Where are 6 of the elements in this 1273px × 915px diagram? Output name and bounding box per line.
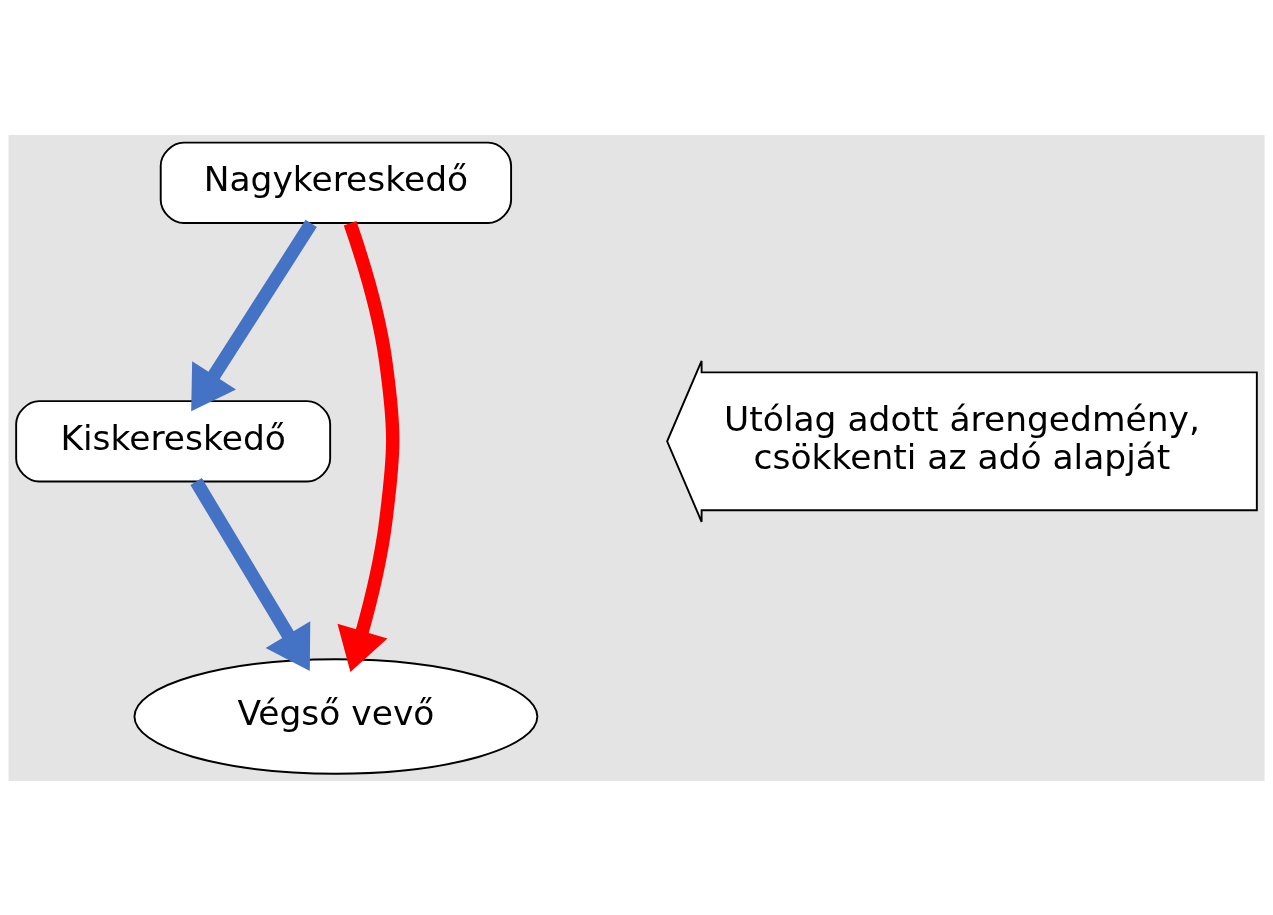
node-ellipse: Végső vevő xyxy=(133,657,539,775)
arrow xyxy=(337,220,400,672)
arrow xyxy=(191,219,317,411)
node-box: Kiskereskedő xyxy=(15,399,332,482)
node-box: Nagykereskedő xyxy=(159,141,513,224)
arrow xyxy=(190,477,311,671)
